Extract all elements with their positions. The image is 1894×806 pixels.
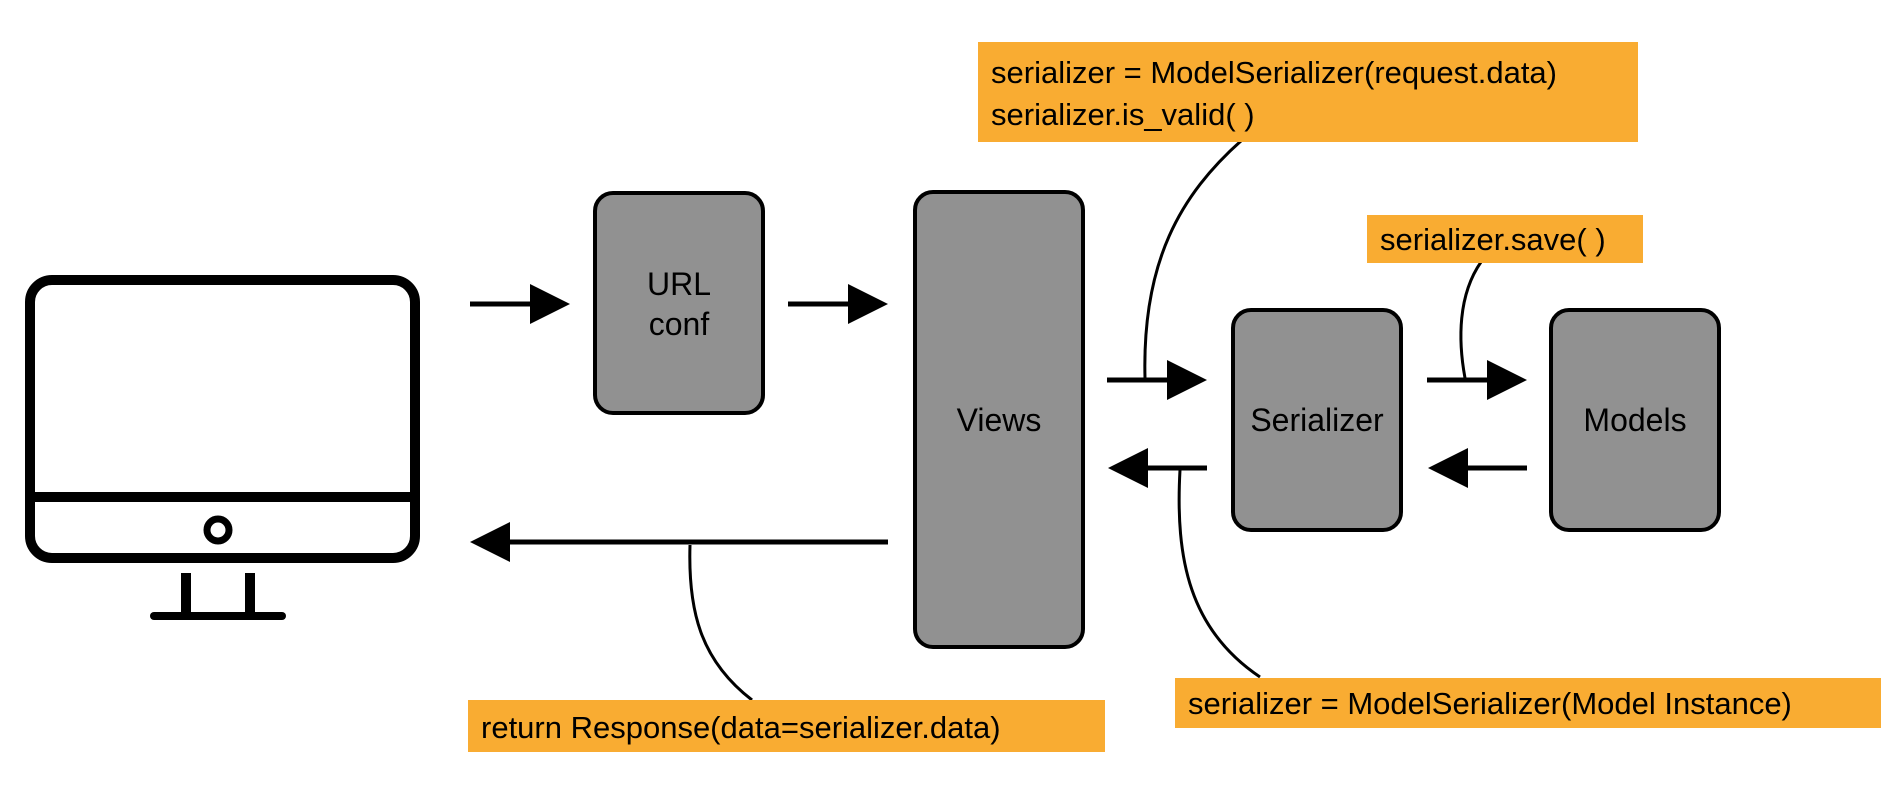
models-box: Models — [1549, 308, 1721, 532]
models-label: Models — [1583, 402, 1686, 438]
note-request-line2: serializer.is_valid( ) — [991, 97, 1255, 132]
url-conf-box: URL conf — [593, 191, 765, 415]
connector-save-note — [1459, 261, 1483, 379]
note-request-line1: serializer = ModelSerializer(request.dat… — [991, 55, 1557, 90]
connector-instance-note — [1177, 469, 1261, 679]
monitor-body — [25, 275, 420, 563]
note-response: return Response(data=serializer.data) — [468, 700, 1105, 752]
note-model-instance: serializer = ModelSerializer(Model Insta… — [1175, 678, 1881, 728]
serializer-box: Serializer — [1231, 308, 1403, 532]
url-conf-label-line1: URL — [647, 266, 711, 302]
connector-response-note — [688, 544, 753, 702]
note-response-line1: return Response(data=serializer.data) — [481, 710, 1001, 745]
note-save: serializer.save( ) — [1367, 215, 1643, 263]
monitor-power-button — [203, 515, 233, 545]
serializer-label: Serializer — [1250, 402, 1384, 438]
connector-request-note — [1143, 138, 1243, 379]
views-label: Views — [957, 402, 1042, 438]
views-box: Views — [913, 190, 1085, 649]
note-instance-line1: serializer = ModelSerializer(Model Insta… — [1188, 686, 1792, 721]
url-conf-label-line2: conf — [649, 306, 710, 342]
desktop-monitor-icon — [25, 275, 420, 620]
note-save-line1: serializer.save( ) — [1380, 222, 1606, 257]
note-request-validation: serializer = ModelSerializer(request.dat… — [978, 42, 1638, 142]
